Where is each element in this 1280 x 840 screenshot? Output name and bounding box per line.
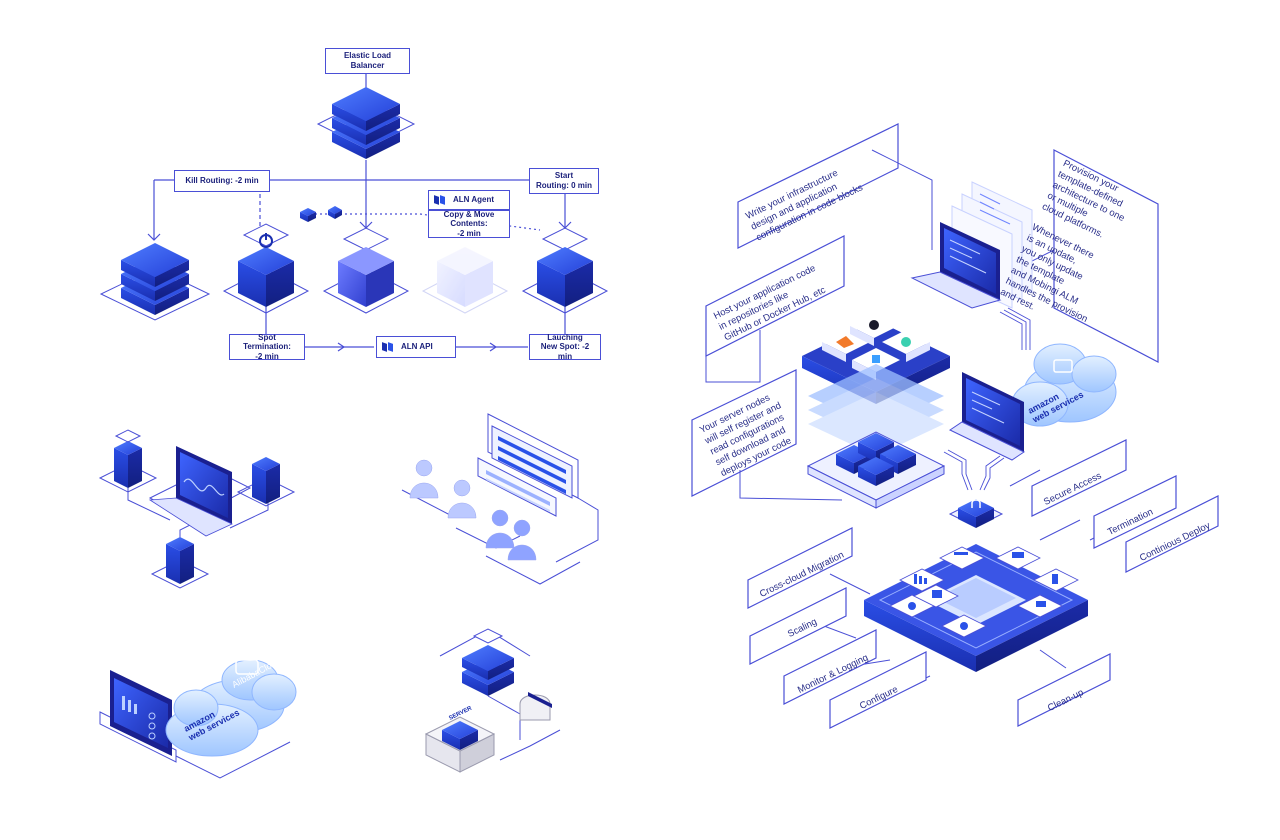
alm-platform-core [864,544,1088,672]
admin-laptop-icon [948,372,1026,461]
firewall-castle-icon [424,716,496,773]
aln-agent-label: ALN Agent [428,190,510,210]
docker-tile-icon [882,330,930,362]
tag-outlines [747,439,1219,729]
aws-cloud-icon [165,689,259,757]
node-cube-4-icon [858,457,894,486]
tag-monitor: Monitor & Logging [796,652,873,697]
copy-move-label: Copy & Move Contents: -2 min [428,210,510,238]
nodes-text-block: Your server nodes will self register and… [698,392,793,485]
panel-provision-outline [1053,149,1159,363]
target-instance-cube-icon [322,227,410,314]
monitor-icon [110,670,172,756]
tag-configure: Configure [858,684,900,713]
server-stack-left-icon [99,243,211,321]
host-text-block: Host your application code in repositori… [712,263,827,348]
start-routing-label: Start Routing: 0 min [529,168,599,194]
panel-write-outline [737,123,899,249]
tag-cleanup: Clean-up [1046,687,1085,715]
tag-secure-access: Secure Access [1042,470,1105,509]
provision-text-block: Provision your template-defined architec… [999,158,1156,325]
tag-termination-outline [1093,475,1177,549]
tag-configure-outline [829,651,927,729]
aln-logo-icon [433,195,447,205]
tag-cross-cloud-outline [747,527,853,609]
aln-api-logo-icon [381,342,395,352]
data-layers-icon [808,364,944,456]
github-tile-icon [850,314,898,346]
secure-lock-icon [948,499,1004,528]
cable-bundles [943,307,1031,491]
dashboard-screen-icon [477,425,573,517]
laptop-icon [148,446,233,537]
secure-server-illustration: SERVER [424,628,561,773]
panel-nodes-outline [691,369,797,497]
barrier-gate-icon [519,692,552,721]
server-nodes-cluster [806,431,946,509]
tag-secure-access-outline [1031,439,1127,517]
tag-scaling-outline [749,587,847,665]
panel-host-outline [705,235,845,357]
tag-scaling: Scaling [786,616,819,641]
tag-continuous-deploy: Continious Deploy [1138,520,1215,565]
tag-cross-cloud: Cross-cloud Migration [758,549,850,601]
write-text-block: Write your infrastructure design and app… [744,168,865,248]
tag-monitor-outline [783,629,877,705]
kill-routing-label: Kill Routing: -2 min [174,170,270,192]
elb-stack-icon [316,87,416,159]
server-small-right-icon [252,457,280,504]
aln-api-text: ALN API [401,342,433,352]
laptop-network-illustration [98,429,296,589]
data-blocks-icon [300,206,342,222]
user-group-icon [409,459,537,561]
team-dashboard-illustration [401,413,599,585]
launching-label: Lauching New Spot: -2 min [529,333,601,361]
aws-cloud-right-icon [1011,343,1117,427]
code-laptop-icon [910,181,1033,309]
alibaba-cloud-icon [191,659,297,733]
tag-continuous-deploy-outline [1125,495,1219,573]
aln-agent-text: ALN Agent [453,195,495,205]
tag-termination: Termination [1106,506,1155,539]
panel-outlines [691,123,1159,497]
placeholder-cube-icon [421,247,509,314]
tag-cleanup-outline [1017,653,1111,727]
multi-cloud-illustration: AlibabaCloud amazonweb services [99,656,297,779]
server-small-bottom-icon [166,537,194,584]
server-small-left-icon [114,429,142,488]
aln-api-label: ALN API [376,336,456,358]
elb-label: Elastic Load Balancer [325,48,410,74]
spot-instance-cube-icon [222,223,310,314]
new-spot-cube-icon [521,227,609,314]
spot-termination-label: Spot Termination: -2 min [229,333,305,361]
layered-server-icon [462,628,514,696]
